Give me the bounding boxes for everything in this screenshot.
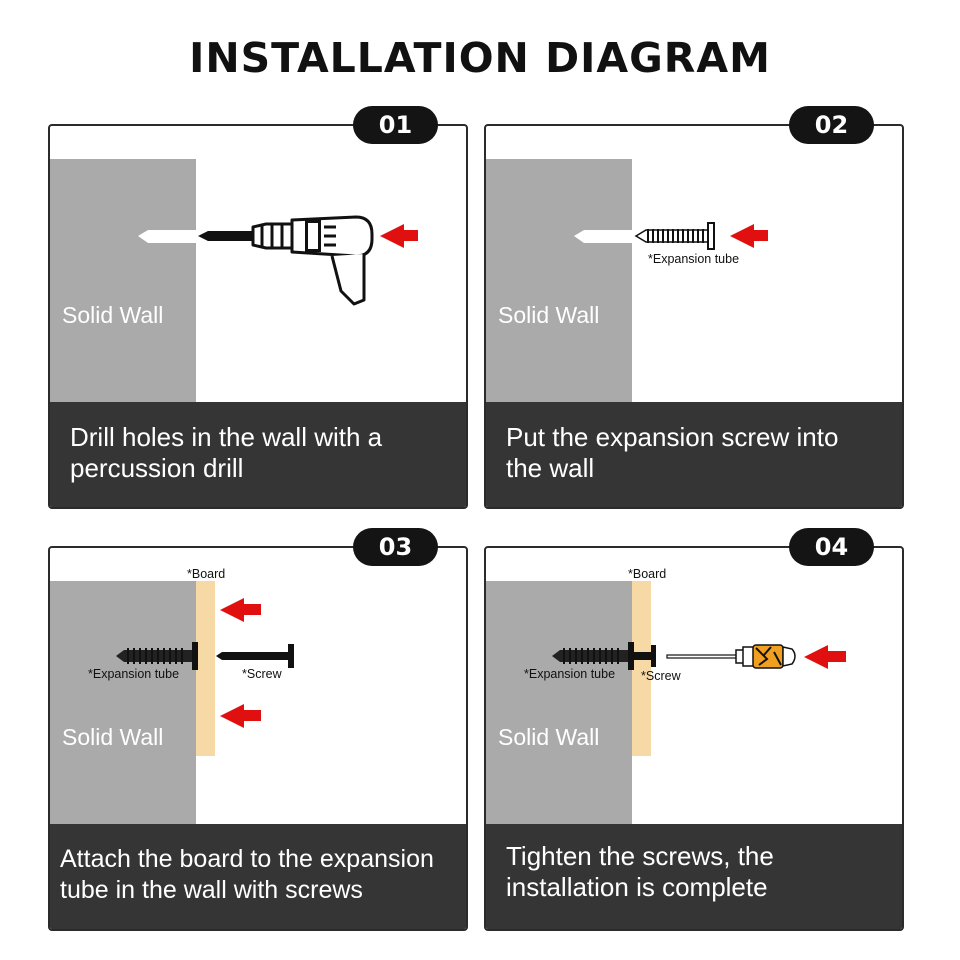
wall-label: Solid Wall xyxy=(498,302,600,328)
board-attach-illustration xyxy=(116,581,294,756)
wall-label: Solid Wall xyxy=(498,724,600,750)
step-number-badge: 03 xyxy=(353,528,438,566)
board-label: *Board xyxy=(628,567,667,581)
solid-wall xyxy=(486,159,632,404)
solid-wall xyxy=(486,581,632,826)
arrow-left-icon xyxy=(380,224,418,248)
step-caption: Attach the board to the expansion tube i… xyxy=(50,824,466,929)
wall-label: Solid Wall xyxy=(62,302,164,328)
caption-line-1: Drill holes in the wall with a xyxy=(70,422,383,452)
caption-line-2: percussion drill xyxy=(70,453,244,483)
step-caption: Put the expansion screw into the wall xyxy=(486,402,902,507)
caption-line-2: tube in the wall with screws xyxy=(60,876,363,904)
expansion-tube-label: *Expansion tube xyxy=(648,252,740,266)
drill-icon xyxy=(198,215,374,306)
step-caption: Tighten the screws, the installation is … xyxy=(486,824,902,929)
step-caption: Drill holes in the wall with a percussio… xyxy=(50,402,466,507)
board xyxy=(196,581,215,756)
screw-label: *Screw xyxy=(242,667,282,681)
arrow-left-icon xyxy=(730,224,768,248)
step-number-badge: 01 xyxy=(353,106,438,144)
solid-wall xyxy=(50,159,196,404)
expansion-tube-label: *Expansion tube xyxy=(88,667,180,681)
step-card-3: Solid Wall *Board * xyxy=(48,546,468,931)
screwdriver-icon xyxy=(666,644,796,669)
arrow-left-icon xyxy=(220,704,261,728)
caption-line-1: Attach the board to the expansion xyxy=(60,845,434,873)
tighten-illustration xyxy=(552,581,846,756)
expansion-screw-illustration xyxy=(574,222,768,250)
drill-illustration xyxy=(138,215,418,306)
step-number-badge: 02 xyxy=(789,106,874,144)
expansion-tube-label: *Expansion tube xyxy=(524,667,616,681)
step-card-4: Solid Wall xyxy=(484,546,904,931)
step-card-1: Solid Wall Drill holes in the w xyxy=(48,124,468,509)
step-number-badge: 04 xyxy=(789,528,874,566)
caption-line-2: installation is complete xyxy=(506,872,768,902)
arrow-left-icon xyxy=(804,645,846,669)
drill-hole xyxy=(138,230,205,243)
expansion-screw-icon xyxy=(552,642,634,670)
drill-hole xyxy=(574,230,632,243)
screw-icon xyxy=(632,645,656,667)
step-card-2: Solid Wall *Expansion tube Put the expan… xyxy=(484,124,904,509)
expansion-screw-icon xyxy=(116,642,198,670)
expansion-screw-icon xyxy=(634,222,715,250)
board-label: *Board xyxy=(187,567,226,581)
caption-line-1: Put the expansion screw into xyxy=(506,422,839,452)
board xyxy=(632,581,651,756)
page-title: INSTALLATION DIAGRAM xyxy=(189,34,771,82)
wall-label: Solid Wall xyxy=(62,724,164,750)
caption-line-2: the wall xyxy=(506,453,595,483)
screw-label: *Screw xyxy=(641,669,681,683)
screw-icon xyxy=(216,644,294,668)
caption-line-1: Tighten the screws, the xyxy=(506,841,774,871)
arrow-left-icon xyxy=(220,598,261,622)
solid-wall xyxy=(50,581,196,826)
